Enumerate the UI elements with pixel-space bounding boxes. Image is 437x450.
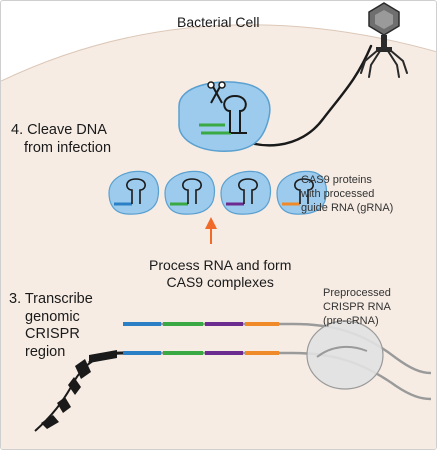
cas9-complex-green <box>164 170 216 215</box>
step-4-line-1: 4. Cleave DNA <box>11 122 107 138</box>
bacteriophage <box>360 2 408 78</box>
cas9-complex-orange <box>276 170 328 215</box>
step-4-line-2: from infection <box>24 139 112 156</box>
step-3-line-2: genomic <box>25 308 80 325</box>
rna-polymerase <box>306 320 384 390</box>
cell-title: Bacterial Cell <box>177 14 260 30</box>
cas9-label-line-2: with processed <box>301 188 375 201</box>
step-3-line-3: CRISPR <box>25 326 80 343</box>
cas9-label-line-1: CAS9 proteins <box>301 174 372 186</box>
injected-dna-strand <box>225 44 373 147</box>
step-3-line-1: 3. Transcribe <box>9 291 93 307</box>
genomic-crispr-region <box>34 350 124 432</box>
scissors-icon <box>207 81 226 104</box>
cas9-complex-blue <box>108 170 160 215</box>
pre-crrna-line-3: (pre-cRNA) <box>323 315 379 328</box>
step-3-label: 3. Transcribe genomic CRISPR region <box>9 291 93 362</box>
process-line-2: CAS9 complexes <box>166 274 274 291</box>
up-arrow-icon <box>205 217 217 244</box>
process-rna-label: Process RNA and form CAS9 complexes <box>149 257 291 291</box>
step-3-line-4: region <box>25 344 66 361</box>
cas9-label-line-3: guide RNA (gRNA) <box>301 202 394 215</box>
genomic-dna-strand <box>316 345 368 358</box>
step-4-label: 4. Cleave DNA from infection <box>11 122 111 157</box>
cleaving-cas9-complex <box>178 81 271 152</box>
cas9-proteins-label: CAS9 proteins with processed guide RNA (… <box>301 173 393 215</box>
pre-crrna-label: Preprocessed CRISPR RNA (pre-cRNA) <box>323 286 391 328</box>
pre-crrna-line-1: Preprocessed <box>323 287 391 299</box>
cas9-complex-purple <box>220 170 272 215</box>
process-line-1: Process RNA and form <box>149 257 292 273</box>
pre-crrna-line-2: CRISPR RNA <box>323 301 391 314</box>
